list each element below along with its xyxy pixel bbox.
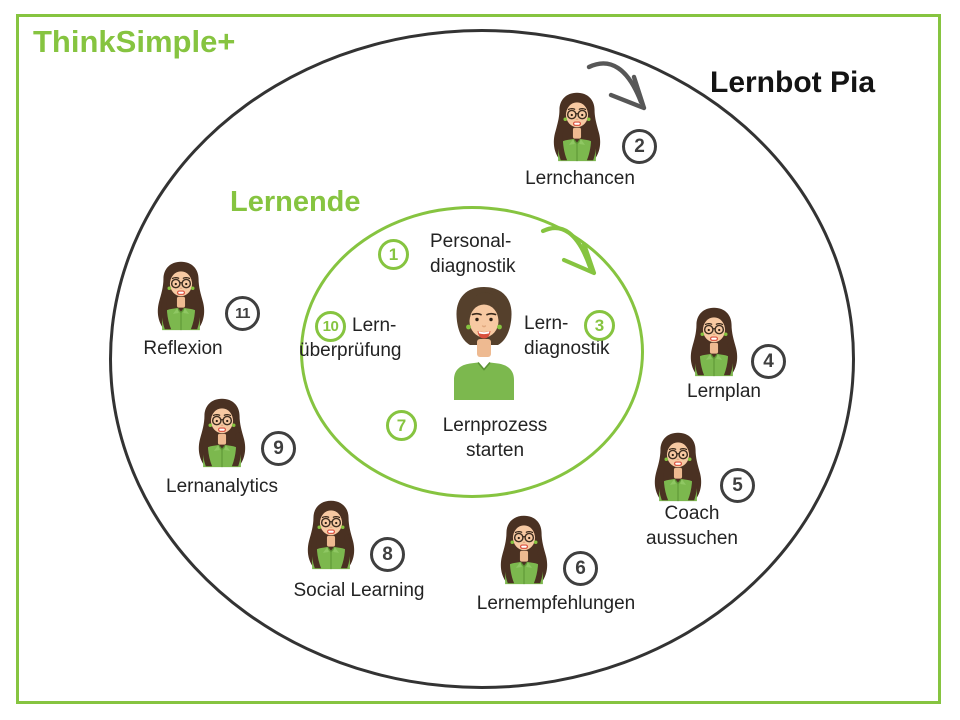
step-label-line: Social Learning (293, 580, 425, 601)
step-1-label: Personal- diagnostik (430, 229, 516, 279)
outer-process-circle (109, 29, 855, 689)
step-8-label: Social Learning (277, 578, 441, 603)
step-label-line: Lernempfehlungen (476, 593, 636, 614)
step-label-line: aussuchen (646, 528, 738, 549)
step-11-number-badge: 11 (225, 296, 260, 331)
step-1-number-badge: 1 (378, 239, 409, 270)
step-6-avatar-icon (497, 513, 551, 585)
step-label-line: überprüfung (299, 340, 402, 361)
learner-avatar-icon (437, 283, 531, 401)
step-4-label: Lernplan (649, 379, 799, 404)
step-label-line: Lern- (524, 313, 569, 334)
step-label-line: Personal- (430, 231, 512, 252)
step-3-label: Lern- diagnostik (524, 311, 610, 361)
step-11-label: Reflexion (101, 336, 265, 361)
step-label-line: Lernplan (687, 381, 761, 402)
step-label-line: Reflexion (143, 338, 223, 359)
step-label-line: diagnostik (430, 256, 516, 277)
step-8-number-badge: 8 (370, 537, 405, 572)
step-label-line: Lernanalytics (166, 476, 278, 497)
step-2-label: Lernchancen (500, 166, 660, 191)
step-4-number-badge: 4 (751, 344, 786, 379)
step-5-label: Coach aussuchen (617, 501, 767, 551)
slide-border (16, 14, 941, 704)
step-4-avatar-icon (687, 305, 741, 377)
outer-flow-arrow-icon (586, 61, 647, 111)
page-title: Lernbot Pia (710, 66, 876, 99)
step-5-number-badge: 5 (720, 468, 755, 503)
step-7-label: Lernprozess starten (435, 413, 555, 463)
step-9-avatar-icon (195, 396, 249, 468)
step-label-line: diagnostik (524, 338, 610, 359)
step-6-label: Lernempfehlungen (470, 591, 642, 616)
step-9-label: Lernanalytics (140, 474, 304, 499)
step-label-line: Lern- (352, 315, 397, 336)
step-9-number-badge: 9 (261, 431, 296, 466)
step-label-line: starten (465, 440, 525, 461)
inner-process-circle (300, 206, 644, 498)
step-3-number-badge: 3 (584, 310, 615, 341)
learners-label: Lernende (230, 186, 361, 218)
step-10-label: Lern- überprüfung (299, 313, 401, 363)
step-label-line: Lernprozess (442, 415, 548, 436)
step-2-number-badge: 2 (622, 129, 657, 164)
step-label-line: Lernchancen (525, 168, 635, 189)
step-7-number-badge: 7 (386, 410, 417, 441)
step-10-number-badge: 10 (315, 311, 346, 342)
step-5-avatar-icon (651, 430, 705, 502)
brand-logo-text: ThinkSimple+ (33, 24, 236, 59)
step-8-avatar-icon (304, 498, 358, 570)
step-11-avatar-icon (154, 259, 208, 331)
step-6-number-badge: 6 (563, 551, 598, 586)
inner-flow-arrow-icon (540, 225, 597, 276)
step-label-line: Coach (664, 503, 720, 524)
